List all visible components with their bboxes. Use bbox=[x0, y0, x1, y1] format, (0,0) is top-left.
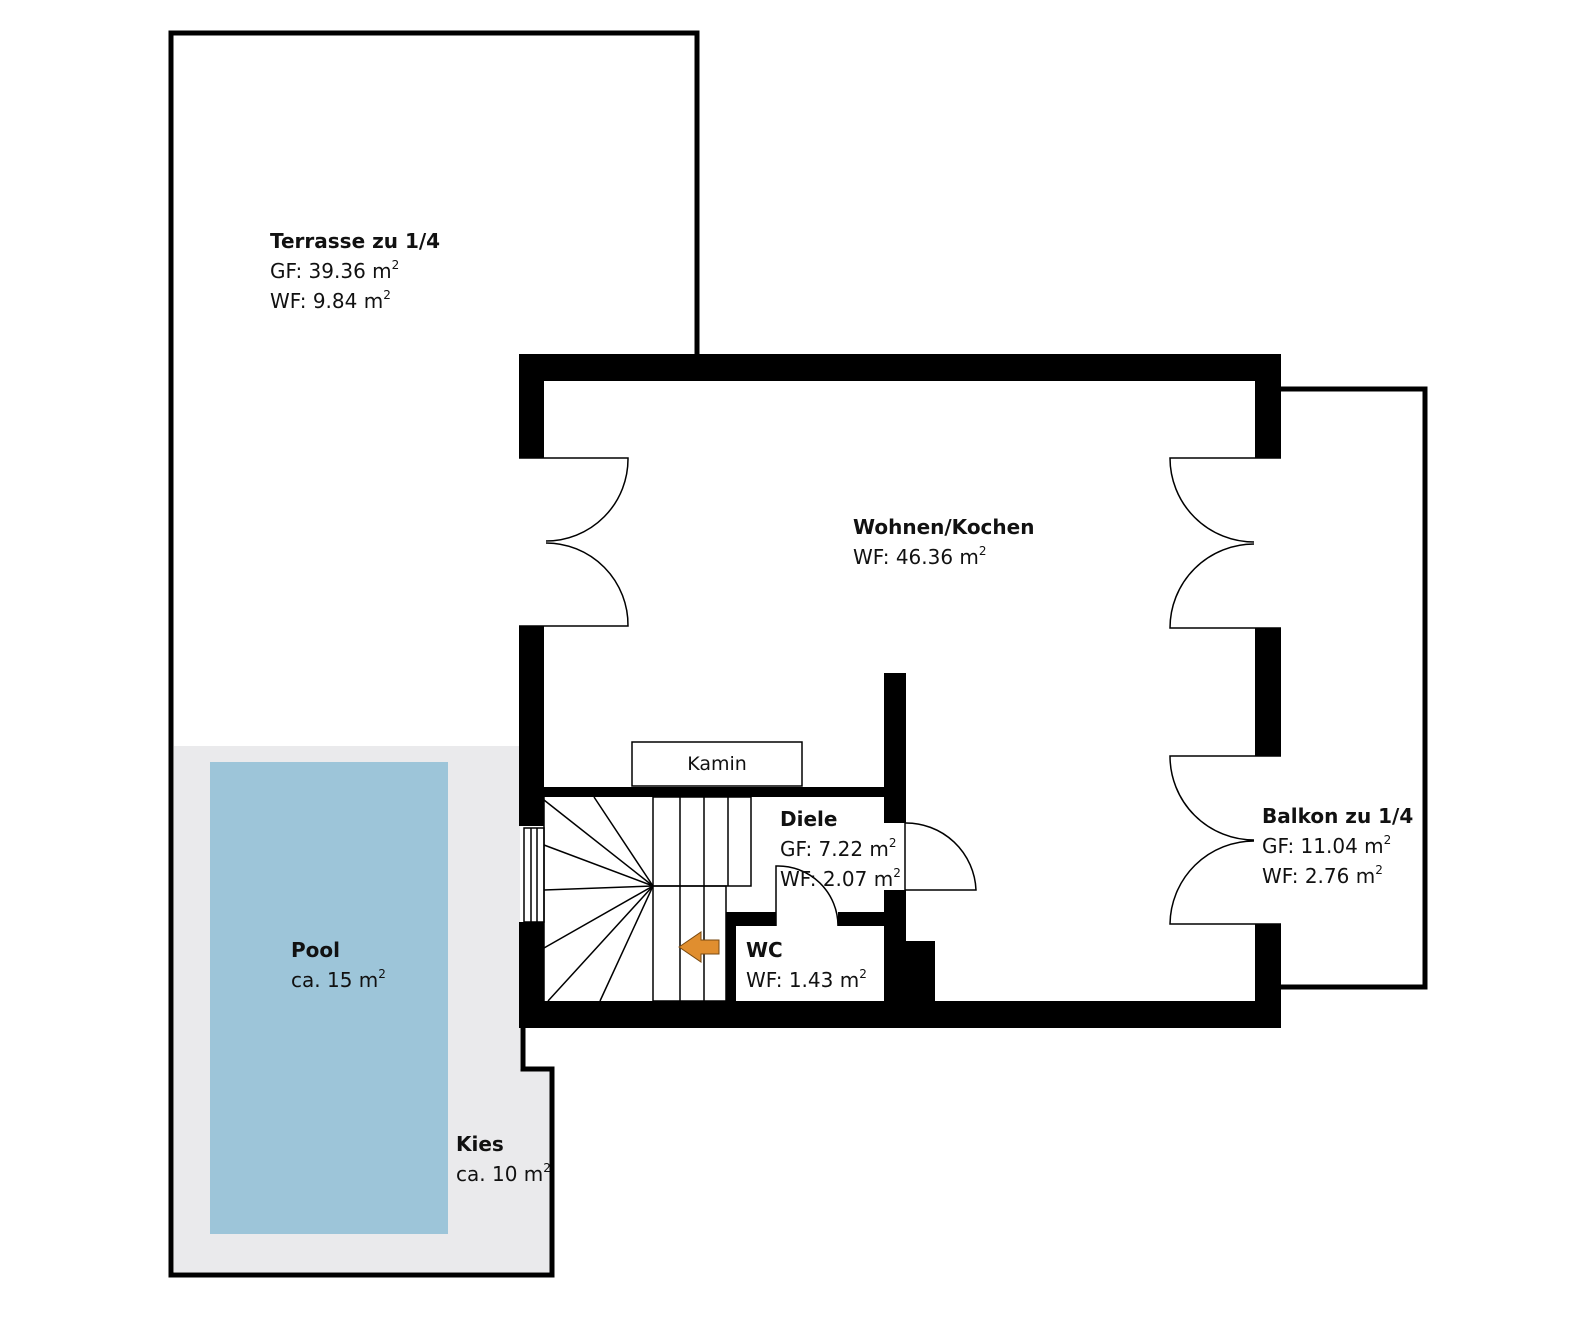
room-name: Wohnen/Kochen bbox=[853, 515, 1035, 539]
doors bbox=[519, 457, 1281, 927]
terrace-outline bbox=[168, 30, 700, 1278]
room-wohnen: Wohnen/Kochen WF: 46.36 m2 bbox=[853, 515, 1035, 569]
room-name: Terrasse zu 1/4 bbox=[270, 229, 441, 253]
room-wc: WC WF: 1.43 m2 bbox=[746, 938, 867, 992]
room-kies: Kies ca. 10 m2 bbox=[456, 1132, 551, 1186]
room-terrasse: Terrasse zu 1/4 GF: 39.36 m2 WF: 9.84 m2 bbox=[270, 229, 441, 313]
room-pool: Pool ca. 15 m2 bbox=[291, 938, 386, 992]
room-name: Diele bbox=[780, 807, 838, 831]
arrow-left-icon bbox=[678, 931, 720, 963]
room-name: Balkon zu 1/4 bbox=[1262, 804, 1414, 828]
room-wf: WF: 46.36 m bbox=[853, 545, 979, 569]
kamin-box bbox=[631, 741, 803, 787]
room-name: Kies bbox=[456, 1132, 504, 1156]
room-wf: WF: 1.43 m bbox=[746, 968, 860, 992]
room-gf: GF: 39.36 m bbox=[270, 259, 392, 283]
balcony-outline bbox=[1278, 386, 1428, 990]
room-balkon: Balkon zu 1/4 GF: 11.04 m2 WF: 2.76 m2 bbox=[1262, 804, 1414, 888]
exterior-walls bbox=[519, 354, 1281, 1028]
room-name: Pool bbox=[291, 938, 340, 962]
room-wf: WF: 2.76 m bbox=[1262, 864, 1376, 888]
interior-walls bbox=[544, 673, 935, 1028]
window bbox=[523, 827, 545, 923]
kamin-label: Kamin bbox=[687, 753, 747, 775]
room-gf: GF: 7.22 m bbox=[780, 837, 889, 861]
room-gf: GF: 11.04 m bbox=[1262, 834, 1384, 858]
pool-area bbox=[210, 762, 448, 1234]
room-wf: WF: 9.84 m bbox=[270, 289, 384, 313]
staircase bbox=[543, 796, 752, 1002]
room-area: ca. 10 m bbox=[456, 1162, 544, 1186]
room-area: ca. 15 m bbox=[291, 968, 379, 992]
room-name: WC bbox=[746, 938, 783, 962]
room-diele: Diele GF: 7.22 m2 WF: 2.07 m2 bbox=[780, 807, 901, 891]
room-wf: WF: 2.07 m bbox=[780, 867, 894, 891]
